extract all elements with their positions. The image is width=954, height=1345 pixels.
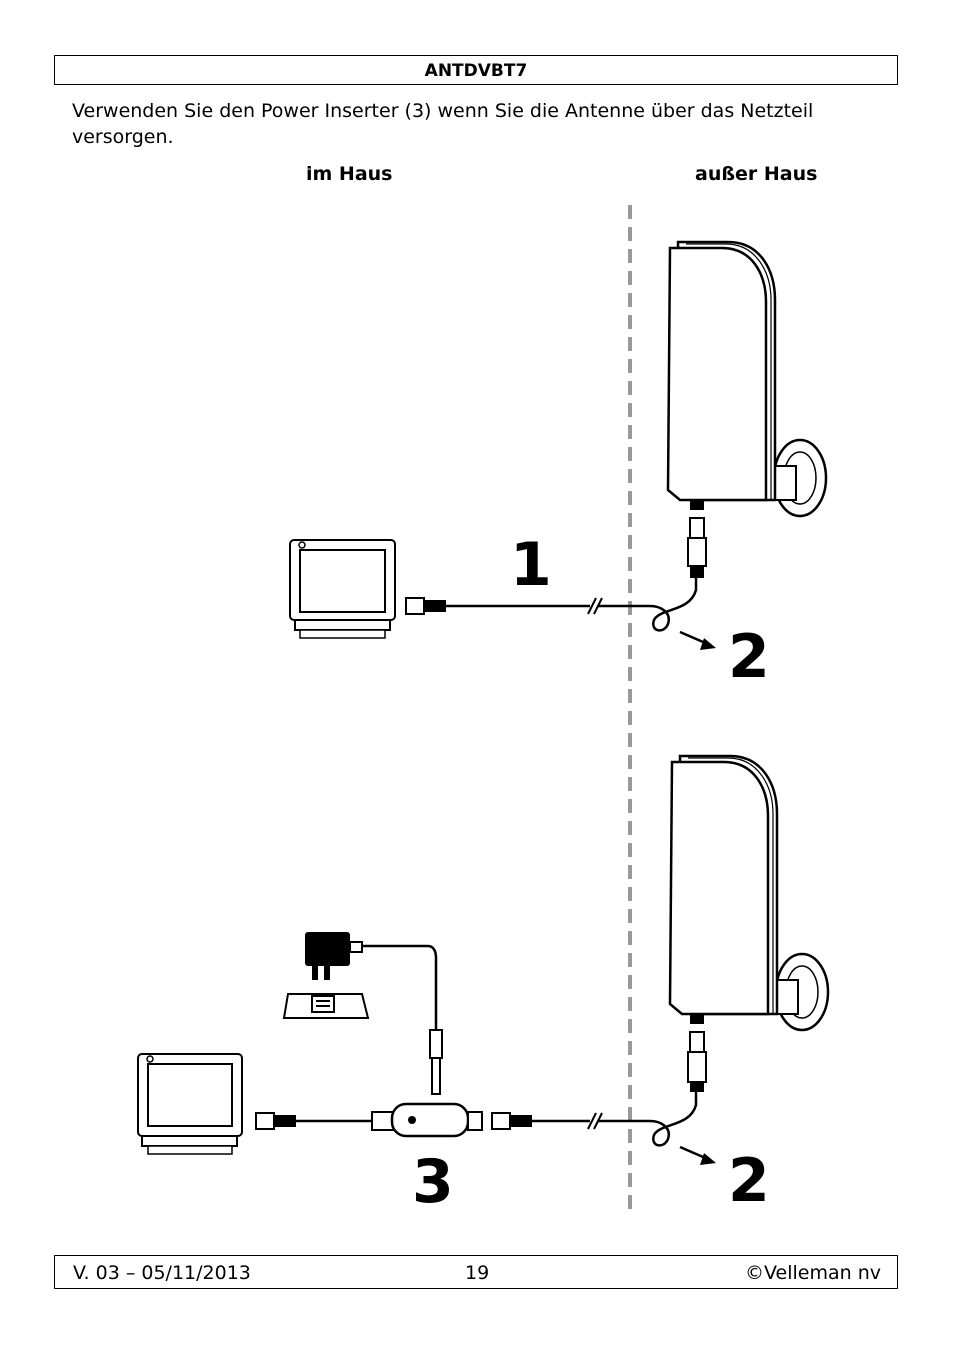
- document-title: ANTDVBT7: [424, 61, 528, 81]
- page-footer: V. 03 – 05/11/2013 19 ©Velleman nv: [54, 1255, 898, 1289]
- power-inserter-icon: [371, 1102, 483, 1138]
- callout-1: 1: [510, 530, 552, 600]
- footer-version: V. 03 – 05/11/2013: [73, 1262, 251, 1284]
- callout-2-bottom: 2: [728, 1146, 770, 1216]
- label-inside: im Haus: [306, 163, 393, 185]
- callout-3: 3: [412, 1147, 454, 1217]
- label-outside: außer Haus: [695, 163, 818, 185]
- footer-copyright: ©Velleman nv: [745, 1262, 881, 1284]
- coax-cable: [446, 578, 698, 632]
- footer-page-number: 19: [465, 1262, 490, 1284]
- coax-cable: [532, 1090, 698, 1147]
- callout-2-top: 2: [728, 622, 770, 692]
- page-header: ANTDVBT7: [54, 55, 898, 85]
- power-cable: [362, 944, 438, 1030]
- intro-paragraph: Verwenden Sie den Power Inserter (3) wen…: [72, 100, 814, 148]
- tv-icon: [289, 539, 396, 639]
- antenna-icon: [668, 754, 830, 1032]
- antenna-icon: [666, 240, 828, 518]
- coax-plug-icon: [405, 597, 446, 615]
- power-adapter-icon: [282, 932, 370, 1019]
- installation-diagram: 1 2: [137, 205, 830, 1217]
- tv-icon: [137, 1053, 243, 1155]
